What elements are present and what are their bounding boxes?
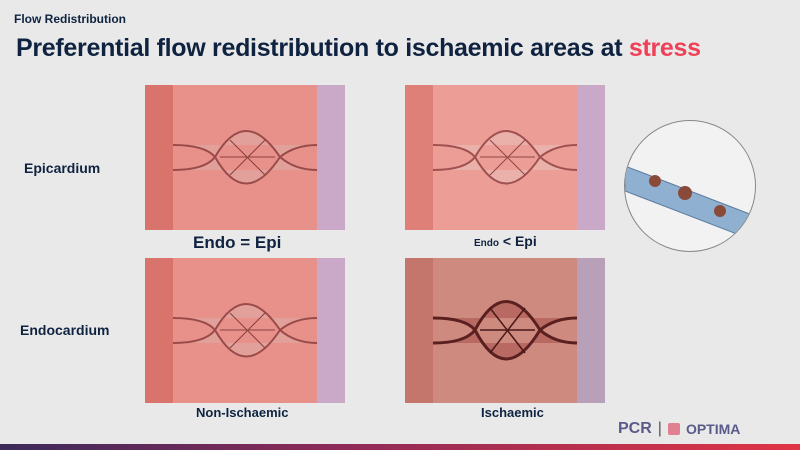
magnified-capillary-illustration bbox=[624, 120, 756, 252]
caption-endo-small: Endo bbox=[474, 238, 499, 249]
row-label-endocardium: Endocardium bbox=[20, 322, 110, 338]
caption-lt-epi: < Epi bbox=[502, 233, 537, 249]
pcr-logo: PCR bbox=[618, 420, 652, 437]
tissue-illustration-ischaemic-epi bbox=[405, 85, 605, 230]
optima-logo-icon bbox=[667, 423, 680, 435]
title-accent: stress bbox=[628, 34, 701, 62]
title-main: Preferential flow redistribution to isch… bbox=[16, 34, 629, 62]
logos: PCR | OPTIMA bbox=[618, 420, 740, 438]
tissue-illustration-ischaemic-endo bbox=[405, 258, 605, 403]
logo-separator: | bbox=[657, 420, 662, 437]
caption-ischaemic: Ischaemic bbox=[481, 405, 544, 420]
tissue-illustration-normal-endo bbox=[145, 258, 345, 403]
footer-gradient-bar bbox=[0, 444, 800, 450]
slide-title: Preferential flow redistribution to isch… bbox=[16, 34, 701, 63]
slide-kicker: Flow Redistribution bbox=[14, 12, 126, 26]
caption-endo-equals-epi: Endo = Epi bbox=[193, 233, 282, 252]
caption-non-ischaemic: Non-Ischaemic bbox=[196, 405, 289, 420]
tissue-illustration-normal-epi bbox=[145, 85, 345, 230]
row-label-epicardium: Epicardium bbox=[24, 160, 101, 176]
optima-logo: OPTIMA bbox=[685, 421, 741, 437]
caption-endo-less-epi: Endo < Epi bbox=[474, 233, 537, 249]
